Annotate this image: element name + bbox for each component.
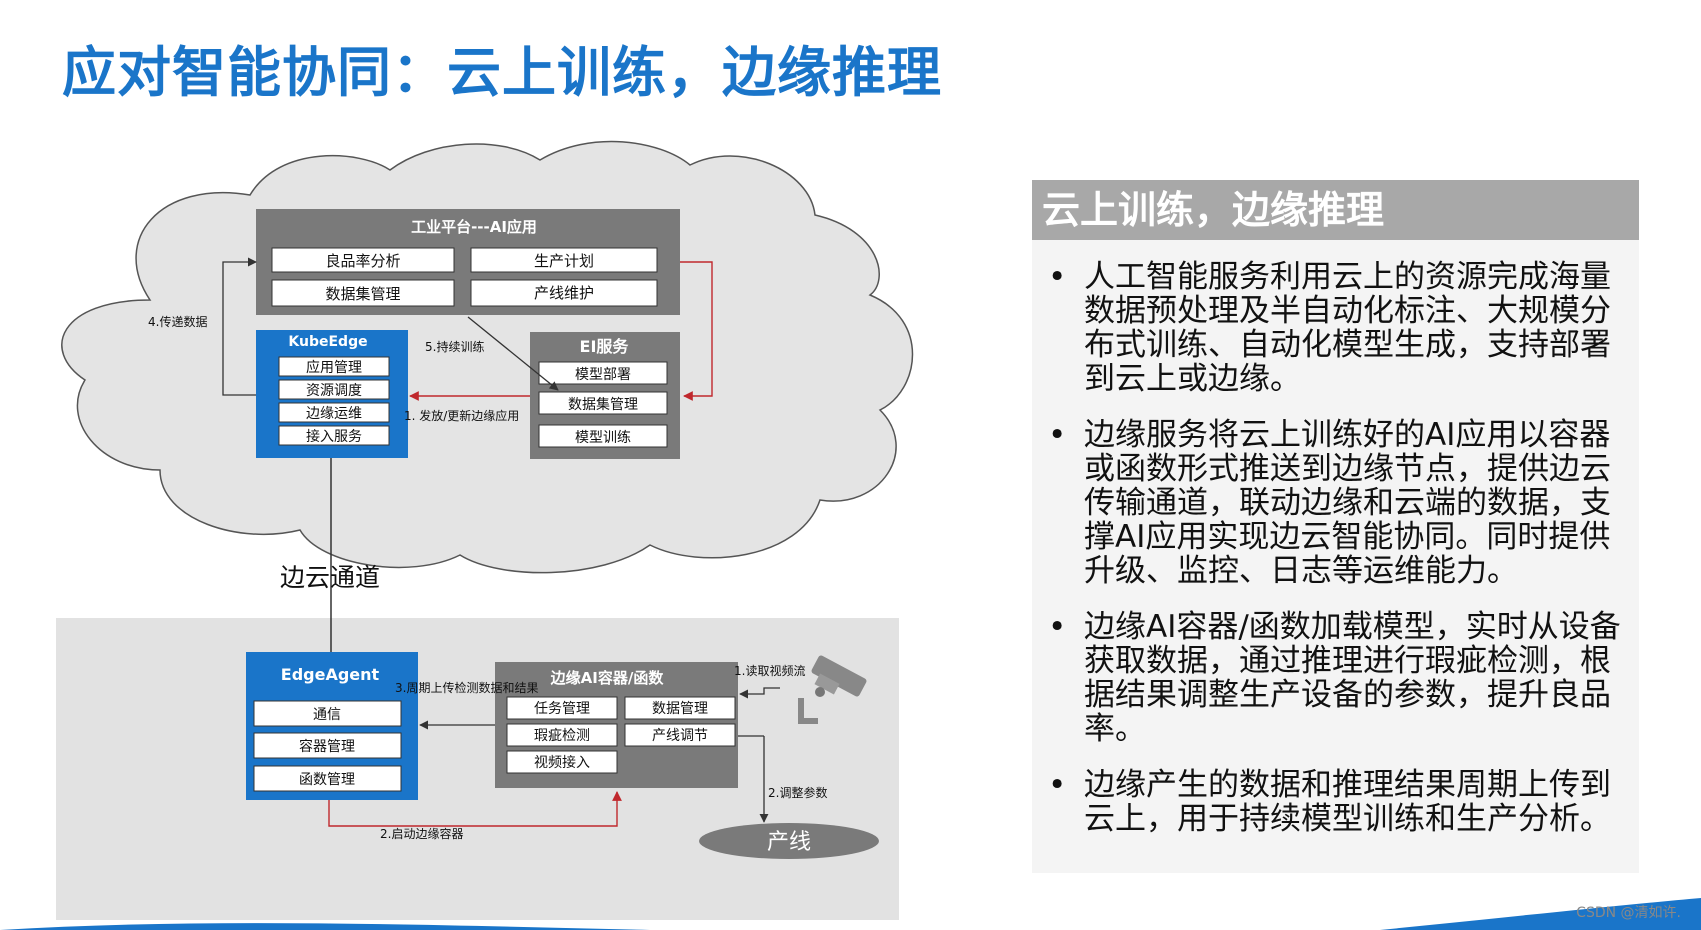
bottom-left-swoosh xyxy=(0,923,650,930)
container-item-box xyxy=(506,750,618,774)
platform-item-box xyxy=(470,247,658,273)
bullet-text: 边缘产生的数据和推理结果周期上传到云上，用于持续模型训练和生产分析。 xyxy=(1084,767,1611,837)
platform-title: 工业平台---AI应用 xyxy=(411,218,537,236)
platform-item: 产线维护 xyxy=(534,284,594,302)
platform-item-box xyxy=(470,279,658,307)
ei-title: EI服务 xyxy=(580,337,630,356)
bullet-text: 边缘AI容器/函数加载模型，实时从设备获取数据，通过推理进行瑕疵检测，根据结果调… xyxy=(1084,609,1621,747)
ei-item: 数据集管理 xyxy=(568,396,638,413)
platform-to-ei-arrow xyxy=(680,261,713,401)
bullet-list: • 人工智能服务利用云上的资源完成海量数据预处理及半自动化标注、大规模分布式训练… xyxy=(1032,240,1639,836)
container-item-box xyxy=(506,696,618,720)
kubeedge-item-box xyxy=(278,402,390,423)
platform-item-box xyxy=(271,247,455,273)
ei-item: 模型部署 xyxy=(575,367,631,383)
edgeagent-item-box xyxy=(253,700,402,727)
bottom-right-swoosh xyxy=(1380,898,1701,930)
container-item: 任务管理 xyxy=(534,701,590,717)
platform-box: 工业平台---AI应用 良品率分析 生产计划 数据集管理 产线维护 xyxy=(256,209,680,315)
train-arrow xyxy=(467,316,559,391)
platform-item: 生产计划 xyxy=(534,252,594,270)
bullet-item: • 边缘产生的数据和推理结果周期上传到云上，用于持续模型训练和生产分析。 xyxy=(1042,768,1621,836)
bullet-dot: • xyxy=(1048,609,1067,645)
kubeedge-item-box xyxy=(278,356,390,377)
kubeedge-item: 边缘运维 xyxy=(306,406,362,422)
page-title: 应对智能协同：云上训练，边缘推理 xyxy=(62,41,942,104)
edge-container-box: 边缘AI容器/函数 任务管理 数据管理 瑕疵检测 产线调节 视频接入 xyxy=(495,662,738,788)
summary-panel: 云上训练，边缘推理 • 人工智能服务利用云上的资源完成海量数据预处理及半自动化标… xyxy=(1032,180,1639,873)
bullet-text: 人工智能服务利用云上的资源完成海量数据预处理及半自动化标注、大规模分布式训练、自… xyxy=(1084,259,1611,397)
edge-channel-label: 边云通道 xyxy=(280,563,381,592)
platform-item-box xyxy=(271,279,455,307)
container-item: 产线调节 xyxy=(652,728,708,744)
kubeedge-item-box xyxy=(278,379,390,400)
container-item-box xyxy=(624,696,736,720)
edgeagent-item: 容器管理 xyxy=(299,738,355,755)
ei-item-box xyxy=(538,391,668,415)
ei-item-box xyxy=(538,361,668,385)
container-item-box xyxy=(506,723,618,747)
read-video-arrow xyxy=(739,687,780,699)
edgeagent-title: EdgeAgent xyxy=(281,665,380,684)
container-item-box xyxy=(624,723,736,747)
kubeedge-item: 资源调度 xyxy=(306,383,362,399)
edgeagent-item-box xyxy=(253,732,402,759)
start-label: 2.启动边缘容器 xyxy=(380,826,463,841)
bullet-dot: • xyxy=(1048,417,1067,453)
cloud-shape xyxy=(61,140,914,574)
kubeedge-item: 接入服务 xyxy=(306,428,362,445)
platform-item: 数据集管理 xyxy=(325,285,400,303)
read-video-label: 1.读取视频流 xyxy=(734,663,805,678)
deploy-label: 1. 发放/更新边缘应用 xyxy=(404,408,519,423)
panel-header: 云上训练，边缘推理 xyxy=(1032,180,1639,240)
bullet-item: • 边缘服务将云上训练好的AI应用以容器或函数形式推送到边缘节点，提供边云传输通… xyxy=(1042,418,1621,588)
bullet-item: • 人工智能服务利用云上的资源完成海量数据预处理及半自动化标注、大规模分布式训练… xyxy=(1042,260,1621,396)
bullet-text: 边缘服务将云上训练好的AI应用以容器或函数形式推送到边缘节点，提供边云传输通道，… xyxy=(1084,417,1611,589)
container-item: 视频接入 xyxy=(534,754,590,771)
container-item: 瑕疵检测 xyxy=(534,728,590,744)
watermark: CSDN @清如许. xyxy=(1576,905,1681,921)
bullet-item: • 边缘AI容器/函数加载模型，实时从设备获取数据，通过推理进行瑕疵检测，根据结… xyxy=(1042,610,1621,746)
container-title: 边缘AI容器/函数 xyxy=(550,669,665,687)
ei-item: 模型训练 xyxy=(575,430,631,446)
edgeagent-item-box xyxy=(253,765,402,792)
kubeedge-item: 应用管理 xyxy=(306,359,362,376)
camera-icon xyxy=(798,655,867,724)
adjust-label: 2.调整参数 xyxy=(768,785,827,800)
start-arrow xyxy=(328,791,622,827)
bullet-dot: • xyxy=(1048,767,1067,803)
ei-item-box xyxy=(538,424,668,448)
upload-label: 3.周期上传检测数据和结果 xyxy=(395,680,538,695)
kubeedge-item-box xyxy=(278,425,390,446)
sync-arrow xyxy=(222,257,257,396)
ei-service-box: EI服务 模型部署 数据集管理 模型训练 xyxy=(530,332,680,459)
production-line-label: 产线 xyxy=(767,830,811,855)
edgeagent-box: EdgeAgent 通信 容器管理 函数管理 xyxy=(246,652,418,800)
edgeagent-item: 函数管理 xyxy=(299,772,355,788)
kubeedge-title: KubeEdge xyxy=(288,334,367,350)
bullet-dot: • xyxy=(1048,259,1067,295)
edgeagent-item: 通信 xyxy=(313,707,341,723)
container-item: 数据管理 xyxy=(652,701,708,717)
platform-item: 良品率分析 xyxy=(325,252,400,270)
kubeedge-box: KubeEdge 应用管理 资源调度 边缘运维 接入服务 xyxy=(256,330,408,458)
production-line-shape xyxy=(699,823,879,859)
train-label: 5.持续训练 xyxy=(425,339,484,354)
sync-label: 4.传递数据 xyxy=(148,314,207,329)
edge-area xyxy=(56,618,899,920)
